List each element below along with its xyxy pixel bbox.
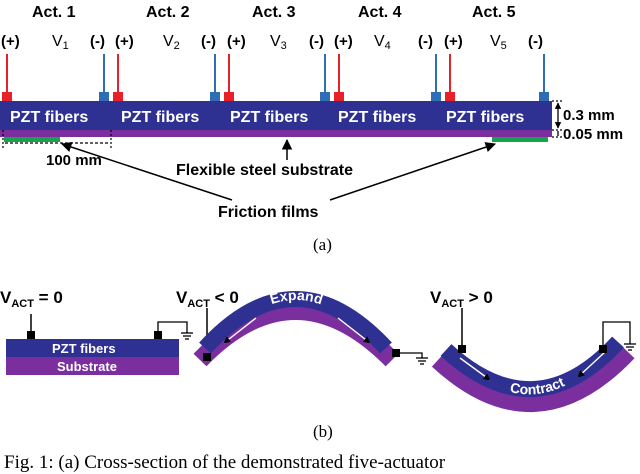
pzt-label-1: PZT fibers bbox=[10, 109, 88, 126]
figure-caption: Fig. 1: (a) Cross-section of the demonst… bbox=[4, 452, 446, 473]
state-zero-bottom-electrode bbox=[154, 331, 162, 339]
actuator-title-3: Act. 3 bbox=[252, 4, 296, 21]
pzt-label-3: PZT fibers bbox=[230, 109, 308, 126]
terminal-plus-4: (+) bbox=[334, 33, 353, 50]
state-zero-voltage: VACT = 0 bbox=[0, 288, 63, 310]
minus-pad-1 bbox=[99, 92, 109, 102]
friction-label: Friction films bbox=[218, 204, 319, 221]
terminal-labels: (+) (-) (+) (-) (+) (-) (+) (-) (+) (-) bbox=[1, 33, 543, 50]
plus-pad-3 bbox=[224, 92, 234, 102]
voltage-labels: V1 V2 V3 V4 V5 bbox=[52, 33, 507, 52]
pzt-layer bbox=[0, 101, 552, 130]
terminal-minus-4: (-) bbox=[418, 33, 433, 50]
panel-b: VACT = 0 PZT fibers Substrate VACT < 0 E… bbox=[0, 287, 636, 441]
terminal-plus-3: (+) bbox=[227, 33, 246, 50]
terminal-minus-3: (-) bbox=[309, 33, 324, 50]
voltage-label-2: V2 bbox=[163, 33, 180, 52]
plus-pad-4 bbox=[334, 92, 344, 102]
expand-arrows bbox=[223, 317, 371, 344]
pzt-label-5: PZT fibers bbox=[446, 109, 524, 126]
voltage-label-1: V1 bbox=[52, 33, 69, 52]
actuator-title-1: Act. 1 bbox=[32, 4, 76, 21]
friction-film-left bbox=[4, 137, 60, 142]
contract-pzt-arc bbox=[440, 336, 624, 398]
length-label: 100 mm bbox=[46, 152, 102, 169]
contract-arrows bbox=[459, 351, 606, 381]
minus-pad-4 bbox=[431, 92, 441, 102]
minus-pad-3 bbox=[320, 92, 330, 102]
pzt-label-2: PZT fibers bbox=[121, 109, 199, 126]
terminal-minus-1: (-) bbox=[90, 33, 105, 50]
state-zero-top-electrode bbox=[27, 331, 35, 339]
state-positive: VACT > 0 Contract bbox=[430, 288, 636, 412]
panel-a: Act. 1 Act. 2 Act. 3 Act. 4 Act. 5 V1 V2… bbox=[0, 4, 623, 254]
friction-arrow-left bbox=[61, 141, 233, 201]
panel-b-label: (b) bbox=[313, 422, 333, 441]
state-negative: VACT < 0 Expand bbox=[176, 287, 428, 367]
thickness-top-label: 0.3 mm bbox=[563, 107, 615, 124]
flat-substrate-label: Substrate bbox=[57, 359, 117, 374]
terminal-minus-5: (-) bbox=[528, 33, 543, 50]
substrate-label: Flexible steel substrate bbox=[176, 162, 353, 179]
friction-film-right bbox=[492, 137, 548, 142]
state-negative-voltage: VACT < 0 bbox=[176, 288, 239, 310]
terminal-plus-5: (+) bbox=[444, 33, 463, 50]
plus-pad-1 bbox=[2, 92, 12, 102]
electrode-wires bbox=[2, 54, 549, 102]
expand-pzt-arc bbox=[199, 291, 392, 354]
flat-pzt-label: PZT fibers bbox=[52, 341, 116, 356]
actuator-title-5: Act. 5 bbox=[472, 4, 516, 21]
plus-pad-2 bbox=[113, 92, 123, 102]
plus-pad-5 bbox=[445, 92, 455, 102]
friction-arrow-right bbox=[329, 142, 496, 201]
thickness-bottom-label: 0.05 mm bbox=[563, 126, 623, 143]
actuator-title-4: Act. 4 bbox=[358, 4, 402, 21]
terminal-plus-2: (+) bbox=[115, 33, 134, 50]
contract-bottom-electrode bbox=[599, 345, 607, 353]
length-dimension bbox=[2, 130, 112, 148]
actuator-title-2: Act. 2 bbox=[146, 4, 190, 21]
expand-bottom-electrode bbox=[392, 349, 400, 357]
minus-pad-5 bbox=[539, 92, 549, 102]
contract-substrate-arc bbox=[431, 345, 635, 412]
minus-pad-2 bbox=[210, 92, 220, 102]
expand-label: Expand bbox=[268, 287, 325, 307]
pzt-labels: PZT fibers PZT fibers PZT fibers PZT fib… bbox=[10, 109, 524, 126]
voltage-label-4: V4 bbox=[374, 33, 391, 52]
substrate-layer bbox=[0, 130, 552, 137]
state-positive-voltage: VACT > 0 bbox=[430, 288, 493, 310]
pzt-label-4: PZT fibers bbox=[338, 109, 416, 126]
flat-pzt-layer bbox=[6, 339, 179, 357]
terminal-plus-1: (+) bbox=[1, 33, 20, 50]
state-zero: VACT = 0 PZT fibers Substrate bbox=[0, 288, 193, 375]
flat-substrate-layer bbox=[6, 357, 179, 375]
expand-top-electrode bbox=[203, 353, 211, 361]
voltage-label-5: V5 bbox=[490, 33, 507, 52]
panel-a-label: (a) bbox=[313, 235, 332, 254]
voltage-label-3: V3 bbox=[270, 33, 287, 52]
thickness-annotation bbox=[552, 100, 562, 138]
terminal-minus-2: (-) bbox=[201, 33, 216, 50]
contract-top-electrode bbox=[458, 345, 466, 353]
